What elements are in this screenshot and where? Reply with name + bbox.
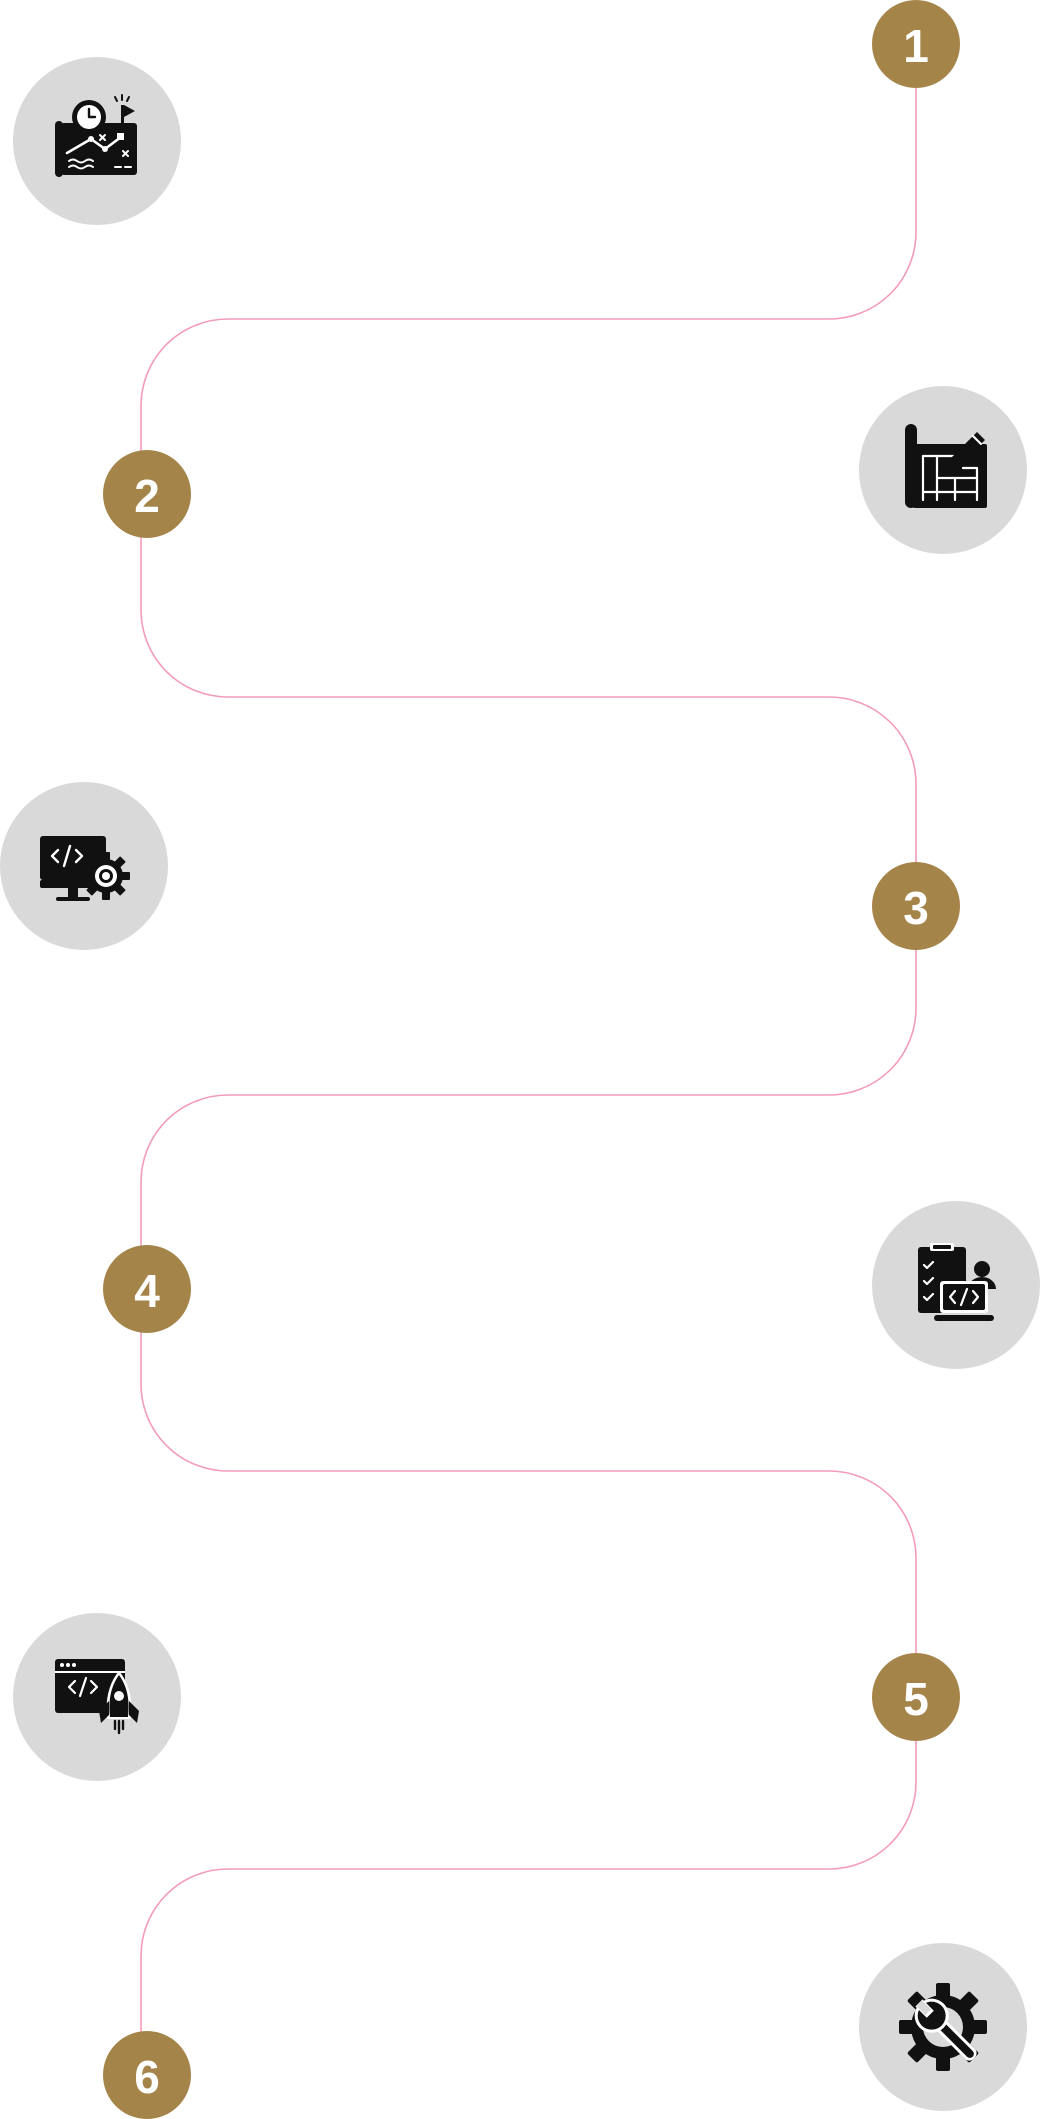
step-6-badge [103,2031,191,2119]
step-2-badge [103,450,191,538]
step-1-number: 1 [903,20,929,72]
step-4-number: 4 [134,1265,160,1317]
timeline-path [140,44,917,2075]
step-6: 6 [103,2031,191,2119]
testing-checklist-developer-icon [872,1201,1040,1369]
step-5-number: 5 [903,1673,929,1725]
step-3: 3 [872,862,960,950]
step-2: 2 [103,450,191,538]
step-5-badge [872,1653,960,1741]
step-4: 4 [103,1245,191,1333]
step-4-badge [103,1245,191,1333]
step-6-number: 6 [134,2051,160,2103]
project-plan-chart-icon [13,57,181,225]
maintenance-wrench-gear-icon [859,1943,1027,2111]
step-3-badge [872,862,960,950]
step-5: 5 [872,1653,960,1741]
step-1: 1 [872,0,960,88]
step-1-badge [872,0,960,88]
step-2-number: 2 [134,470,160,522]
code-development-gear-icon [0,782,168,950]
deployment-rocket-launch-icon [13,1613,181,1781]
blueprint-design-icon [859,386,1027,554]
step-3-number: 3 [903,882,929,934]
